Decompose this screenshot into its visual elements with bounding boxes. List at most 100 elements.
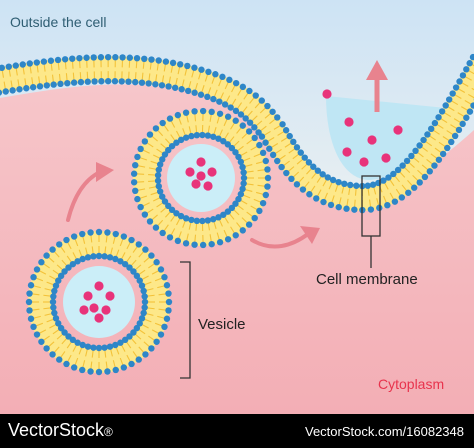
cargo-molecule <box>367 135 377 145</box>
lipid-head <box>408 152 415 160</box>
lipid-head <box>208 240 215 248</box>
lipid-head <box>216 110 224 117</box>
lipid-head <box>283 169 290 177</box>
lipid-head <box>399 162 406 169</box>
lipid-head <box>43 252 50 259</box>
lipid-head <box>146 131 154 138</box>
lipid-head <box>224 236 232 243</box>
lipid-head <box>154 177 162 184</box>
lipid-head <box>421 173 429 181</box>
lipid-head <box>161 273 168 281</box>
lipid-head <box>327 201 335 209</box>
lipid-head <box>12 62 19 69</box>
lipid-head <box>343 205 350 212</box>
lipid-head <box>319 171 326 178</box>
lipid-head <box>438 108 446 115</box>
lipid-head <box>56 356 63 363</box>
cargo-molecule <box>94 313 104 323</box>
cargo-molecule <box>342 147 352 157</box>
lipid-head <box>137 203 144 211</box>
lipid-head <box>394 166 402 174</box>
lipid-head <box>301 154 308 161</box>
lipid-head <box>47 57 55 64</box>
lipid-head <box>69 55 76 62</box>
lipid-head <box>27 282 35 289</box>
lipid-head <box>33 331 41 338</box>
lipid-head <box>188 216 195 224</box>
lipid-head <box>38 259 45 266</box>
lipid-head <box>274 114 281 121</box>
lipid-head <box>91 78 98 85</box>
lipid-head <box>178 86 185 93</box>
lipid-head <box>297 149 304 156</box>
lipid-head <box>226 76 233 84</box>
lipid-head <box>204 132 212 139</box>
lipid-head <box>426 168 433 175</box>
lipid-head <box>23 85 30 92</box>
lipid-head <box>435 156 443 163</box>
lipid-head <box>159 119 166 127</box>
lipid-head <box>427 125 435 133</box>
lipid-head <box>313 195 320 202</box>
lipid-head <box>228 144 236 152</box>
lipid-head <box>95 344 103 352</box>
lipid-head <box>161 323 168 331</box>
lipid-head <box>106 343 114 350</box>
lipid-head <box>232 149 239 156</box>
lipid-head <box>232 107 240 115</box>
lipid-head <box>126 54 134 61</box>
lipid-head <box>220 211 227 218</box>
lipid-head <box>79 255 86 263</box>
lipid-head <box>141 304 148 311</box>
lipid-head <box>135 356 142 363</box>
lipid-head <box>210 216 217 223</box>
lipid-head <box>128 236 135 244</box>
lipid-head <box>29 84 37 91</box>
lipid-head <box>121 260 129 268</box>
lipid-head <box>188 132 195 140</box>
lipid-head <box>101 344 108 351</box>
lipid-head <box>416 179 423 186</box>
lipid-head <box>33 59 41 66</box>
lipid-head <box>106 254 114 261</box>
lipid-head <box>469 53 474 61</box>
lipid-head <box>152 81 159 88</box>
lipid-head <box>64 79 71 87</box>
lipid-head <box>221 101 229 108</box>
lipid-head <box>98 78 105 85</box>
lipid-head <box>431 162 438 169</box>
lipid-head <box>199 241 207 249</box>
lipid-head <box>138 282 146 289</box>
cargo-molecule <box>381 153 391 163</box>
lipid-head <box>258 97 265 104</box>
cargo-molecule <box>322 89 332 99</box>
lipid-head <box>152 125 160 132</box>
lipid-head <box>165 83 172 90</box>
lipid-head <box>159 229 166 237</box>
lipid-head <box>84 78 91 85</box>
vesicle-lumen <box>63 266 135 338</box>
lipid-head <box>466 60 473 67</box>
lipid-head <box>50 293 57 300</box>
lipid-head <box>2 88 9 95</box>
lipid-head <box>266 145 273 152</box>
lipid-head <box>264 174 272 182</box>
lipid-head <box>216 239 224 246</box>
lipid-head <box>125 78 132 85</box>
lipid-head <box>239 122 246 129</box>
lipid-head <box>169 59 177 67</box>
lipid-head <box>324 174 331 181</box>
lipid-head <box>104 53 112 61</box>
lipid-head <box>165 298 173 306</box>
lipid-head <box>166 115 174 122</box>
lipid-head <box>136 277 143 284</box>
lipid-head <box>74 339 81 346</box>
lipid-head <box>335 203 342 211</box>
lipid-head <box>70 79 78 86</box>
lipid-head <box>369 181 377 188</box>
lipid-head <box>141 138 149 145</box>
lipid-head <box>140 309 147 317</box>
lipid-head <box>57 272 65 280</box>
lipid-head <box>104 229 111 236</box>
